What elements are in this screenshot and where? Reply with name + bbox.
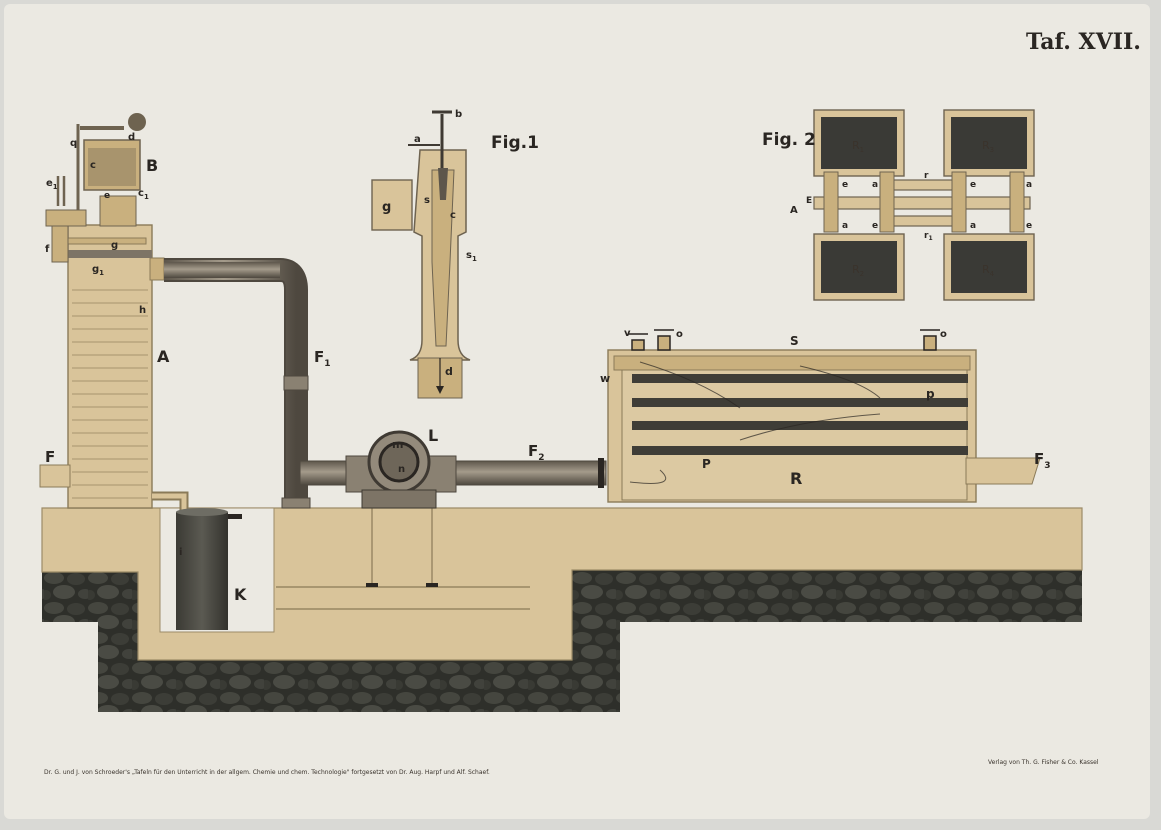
fig2-label-r1: r1: [924, 231, 933, 242]
chamber-shelf: [632, 398, 968, 407]
label-v: v: [624, 328, 631, 339]
apparatus-b: [45, 113, 146, 263]
label-q: q: [70, 138, 77, 149]
fig2-label-e-3: e: [872, 221, 878, 231]
label-o-2: o: [940, 329, 947, 340]
footer-left: Dr. G. und J. von Schroeder's „Tafeln fü…: [44, 769, 490, 776]
fig2-label-E: E: [806, 196, 812, 206]
fig2-chamber: [951, 241, 1027, 293]
label-d: d: [128, 132, 135, 143]
fig2-chamber: [821, 241, 897, 293]
fig2-label-a-4: a: [970, 221, 976, 231]
label-L: L: [428, 426, 438, 445]
fig2-label-r: r: [924, 171, 929, 181]
footer-right: Verlag von Th. G. Fisher & Co. Kassel: [988, 759, 1099, 766]
chamber-shelf: [632, 421, 968, 430]
fig1-label-g: g: [382, 200, 391, 215]
label-F3: F3: [1034, 450, 1051, 471]
label-R: R: [790, 469, 802, 488]
label-c1: c1: [138, 188, 149, 201]
fig1-label-s1: s1: [466, 250, 477, 263]
chamber-shelf: [632, 446, 968, 455]
labels: Fig.1 a b g s c s1 d Fig. 2 A E e a r e …: [44, 109, 1099, 776]
chamber-shelf: [632, 374, 968, 383]
label-P: P: [702, 457, 711, 471]
label-g: g: [111, 240, 118, 251]
label-n: n: [398, 464, 405, 475]
label-e: e: [104, 191, 110, 201]
fig2-chamber-label: R2: [852, 263, 864, 278]
fig1-label-s: s: [424, 195, 430, 206]
fig1-label-c: c: [450, 210, 456, 221]
masonry: [41, 507, 1083, 661]
label-F2: F2: [528, 442, 545, 463]
fig2-chamber-label: R1: [852, 139, 864, 154]
label-i: i: [179, 547, 182, 558]
label-S: S: [790, 334, 799, 348]
label-m: m: [392, 438, 403, 451]
fig2-title: Fig. 2: [762, 130, 816, 150]
fig2-chamber-label: R4: [982, 263, 995, 278]
label-A: A: [157, 347, 170, 366]
fig2-label-e-4: e: [1026, 221, 1032, 231]
pipe-f1: [164, 258, 311, 509]
fig2-chamber: [951, 117, 1027, 169]
rock-ground: [42, 570, 1082, 712]
fig1-injector: [371, 110, 471, 399]
fig1-title: Fig.1: [491, 133, 539, 153]
fan-l: [345, 430, 457, 509]
label-e1: e1: [46, 178, 58, 191]
label-F1: F1: [314, 348, 331, 369]
fig2-label-a-2: a: [1026, 180, 1032, 190]
fig2-chamber: [821, 117, 897, 169]
fig2-label-A: A: [790, 205, 798, 216]
tank-k: [176, 508, 242, 630]
label-p: p: [926, 387, 935, 401]
fig2-label-a-1: a: [872, 180, 878, 190]
label-F: F: [45, 448, 55, 466]
label-o-1: o: [676, 329, 683, 340]
fig1-label-b: b: [455, 109, 462, 120]
label-K: K: [234, 585, 247, 604]
plate-title: Taf. XVII.: [1026, 29, 1141, 55]
chamber-r: [607, 329, 1041, 503]
label-B: B: [146, 156, 158, 175]
fig2-label-a-3: a: [842, 221, 848, 231]
label-g1: g1: [92, 264, 104, 277]
fig1-label-d: d: [445, 365, 453, 378]
label-h: h: [139, 305, 146, 316]
fig2-label-e-1: e: [842, 180, 848, 190]
label-c: c: [90, 160, 96, 171]
label-w: w: [600, 372, 610, 385]
label-f: f: [45, 244, 50, 255]
fig2-chamber-label: R3: [982, 139, 994, 154]
fig2-label-e-2: e: [970, 180, 976, 190]
fig1-label-a: a: [414, 134, 421, 145]
